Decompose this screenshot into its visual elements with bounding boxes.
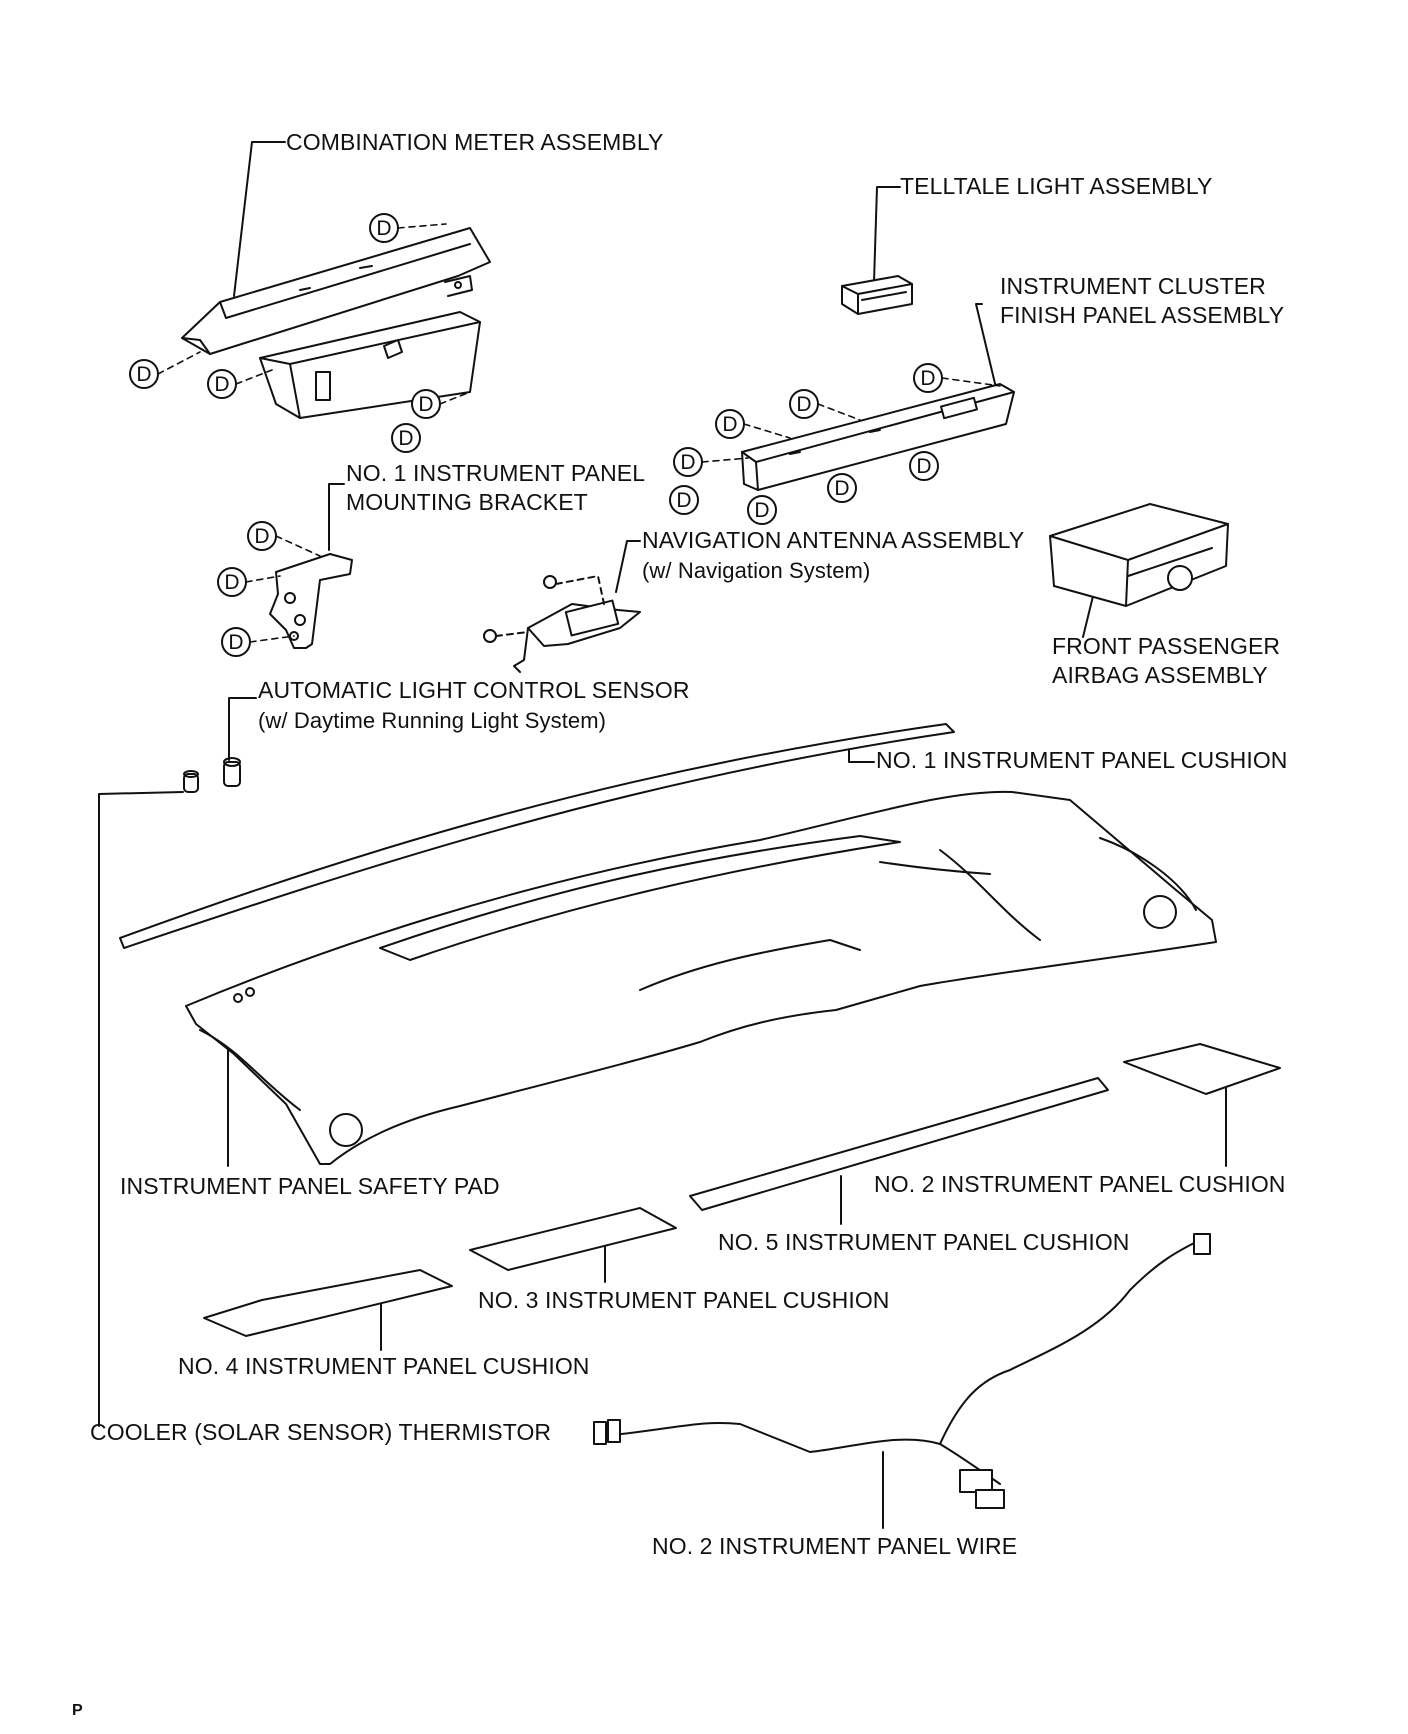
clip-marker: D	[909, 451, 939, 481]
label-cluster-line1: INSTRUMENT CLUSTER	[1000, 273, 1266, 299]
mounting-bracket-drawing	[269, 553, 353, 649]
leader-combination-meter	[233, 141, 286, 297]
svg-text:D: D	[376, 217, 391, 240]
label-no1-cushion: NO. 1 INSTRUMENT PANEL CUSHION	[876, 747, 1288, 773]
label-airbag-line2: AIRBAG ASSEMBLY	[1052, 662, 1268, 688]
no3-cushion-shape	[469, 1207, 677, 1271]
leader-thermistor	[98, 791, 184, 1427]
clip-markers: D D D D D D D D D D D D D D D D	[129, 213, 943, 657]
label-no2-wire: NO. 2 INSTRUMENT PANEL WIRE	[652, 1533, 1018, 1559]
label-combination-meter: COMBINATION METER ASSEMBLY	[286, 129, 664, 155]
clip-marker: D	[217, 567, 247, 597]
svg-text:D: D	[796, 393, 811, 416]
label-safety-pad: INSTRUMENT PANEL SAFETY PAD	[120, 1173, 500, 1199]
no2-cushion-shape	[1123, 1043, 1281, 1095]
label-thermistor: COOLER (SOLAR SENSOR) THERMISTOR	[90, 1419, 552, 1445]
clip-marker: D	[827, 473, 857, 503]
label-no5-cushion: NO. 5 INSTRUMENT PANEL CUSHION	[718, 1229, 1130, 1255]
clip-marker: D	[247, 521, 277, 551]
nav-antenna-drawing	[483, 575, 641, 673]
clip-marker: D	[411, 389, 441, 419]
label-auto-light-sensor: AUTOMATIC LIGHT CONTROL SENSOR	[258, 677, 690, 703]
label-bracket-line1: NO. 1 INSTRUMENT PANEL	[346, 460, 646, 486]
no2-wire-drawing	[593, 1233, 1211, 1509]
sensors-drawing	[183, 757, 241, 793]
clip-marker: D	[789, 389, 819, 419]
clip-marker: D	[221, 627, 251, 657]
label-auto-light-sensor-note: (w/ Daytime Running Light System)	[258, 708, 607, 733]
svg-text:D: D	[214, 373, 229, 396]
svg-text:D: D	[680, 451, 695, 474]
cushions-drawing	[203, 1043, 1281, 1337]
clip-marker: D	[913, 363, 943, 393]
svg-text:D: D	[224, 571, 239, 594]
svg-text:D: D	[722, 413, 737, 436]
no4-cushion-shape	[203, 1269, 453, 1337]
leader-cluster-finish	[975, 303, 998, 393]
safety-pad-drawing	[185, 790, 1217, 1165]
clip-dash-lines	[157, 223, 1001, 643]
svg-text:D: D	[136, 363, 151, 386]
leader-nav-antenna	[615, 540, 641, 593]
label-telltale-light: TELLTALE LIGHT ASSEMBLY	[900, 173, 1213, 199]
svg-text:D: D	[418, 393, 433, 416]
clip-marker: D	[747, 495, 777, 525]
clip-marker: D	[715, 409, 745, 439]
label-cluster-line2: FINISH PANEL ASSEMBLY	[1000, 302, 1285, 328]
label-nav-antenna: NAVIGATION ANTENNA ASSEMBLY	[642, 527, 1025, 553]
label-no3-cushion: NO. 3 INSTRUMENT PANEL CUSHION	[478, 1287, 890, 1313]
clip-marker: D	[391, 423, 421, 453]
clip-marker: D	[207, 369, 237, 399]
svg-text:D: D	[228, 631, 243, 654]
leader-telltale	[873, 186, 901, 283]
svg-text:D: D	[676, 489, 691, 512]
svg-text:D: D	[398, 427, 413, 450]
corner-mark: P	[72, 1702, 83, 1719]
svg-text:D: D	[754, 499, 769, 522]
no5-cushion-shape	[689, 1077, 1109, 1211]
leader-no1-bracket	[328, 483, 345, 551]
telltale-light-drawing	[841, 275, 913, 315]
label-bracket-line2: MOUNTING BRACKET	[346, 489, 588, 515]
airbag-drawing	[1049, 503, 1229, 607]
no1-cushion-drawing	[119, 723, 955, 949]
leader-airbag	[1082, 591, 1095, 638]
svg-text:D: D	[834, 477, 849, 500]
label-no2-cushion: NO. 2 INSTRUMENT PANEL CUSHION	[874, 1171, 1286, 1197]
clip-marker: D	[669, 485, 699, 515]
label-nav-antenna-note: (w/ Navigation System)	[642, 558, 871, 583]
svg-text:D: D	[920, 367, 935, 390]
cluster-finish-panel-drawing	[741, 383, 1015, 491]
clip-marker: D	[129, 359, 159, 389]
clip-marker: D	[369, 213, 399, 243]
svg-text:D: D	[254, 525, 269, 548]
leader-auto-light	[228, 697, 257, 761]
label-airbag-line1: FRONT PASSENGER	[1052, 633, 1281, 659]
clip-marker: D	[673, 447, 703, 477]
label-no4-cushion: NO. 4 INSTRUMENT PANEL CUSHION	[178, 1353, 590, 1379]
svg-text:D: D	[916, 455, 931, 478]
